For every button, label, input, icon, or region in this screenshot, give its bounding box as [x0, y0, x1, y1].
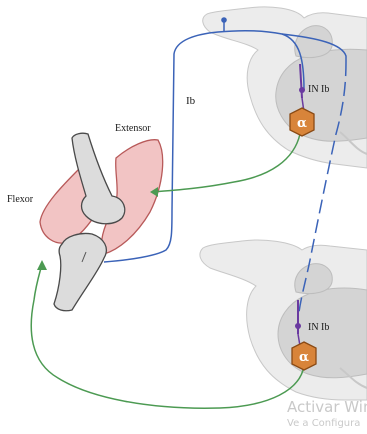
alpha-motor-neuron-upper: α [290, 108, 314, 136]
alpha-motor-neuron-lower: α [292, 342, 316, 370]
extensor-label: Extensor [115, 123, 151, 134]
motor-axon-lower-arrow [37, 260, 47, 270]
ib-label: Ib [186, 95, 196, 107]
alpha-label-lower: α [299, 350, 309, 365]
joint [40, 133, 163, 311]
spinal-cord-lower [200, 240, 367, 400]
lower-bone [54, 233, 106, 310]
interneuron-label-lower: IN Ib [308, 322, 329, 333]
interneuron-upper-soma [299, 87, 305, 93]
flexor-label: Flexor [7, 194, 34, 205]
interneuron-lower-soma [295, 323, 301, 329]
alpha-label-upper: α [297, 116, 307, 131]
interneuron-label-upper: IN Ib [308, 84, 329, 95]
